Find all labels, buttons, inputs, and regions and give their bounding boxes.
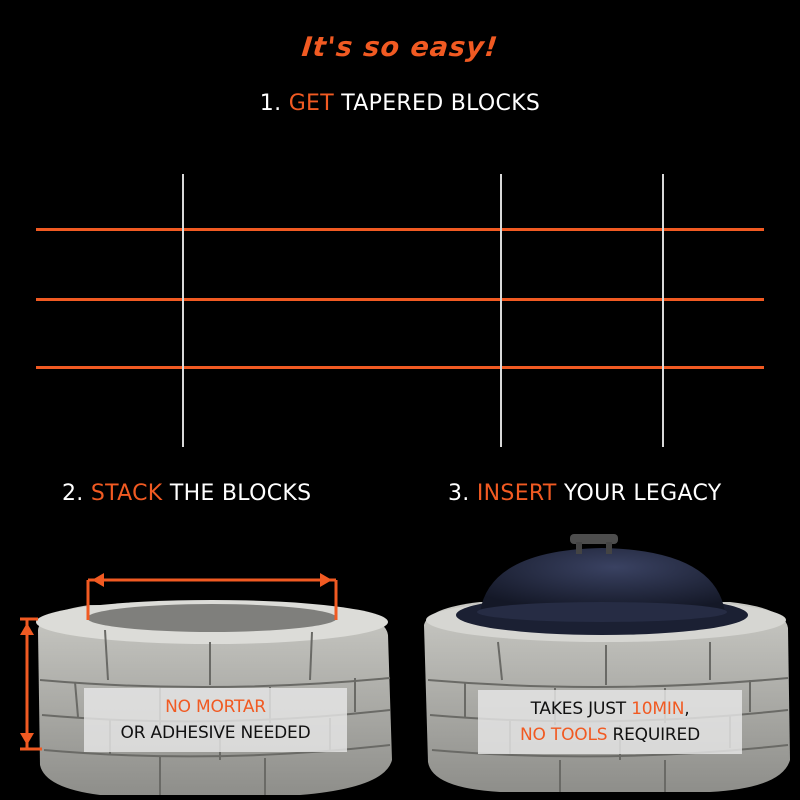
label-no-mortar-line2: OR ADHESIVE NEEDED <box>120 723 311 743</box>
label-line2-highlight: NO TOOLS <box>520 725 608 745</box>
grid-line-horizontal <box>36 366 764 369</box>
grid-line-horizontal <box>36 228 764 231</box>
label-line1-prefix: TAKES JUST <box>530 699 632 719</box>
tagline: It's so easy! <box>300 32 500 63</box>
label-line2-suffix: REQUIRED <box>607 725 701 745</box>
step-2-highlight: STACK <box>90 481 163 506</box>
grid-line-vertical <box>662 174 664 447</box>
stacked-fire-ring-image <box>20 573 392 795</box>
step-2-number: 2. <box>62 481 84 506</box>
label-takes-10-min-line1: TAKES JUST 10MIN, <box>478 696 742 722</box>
step-1-heading: 1. GET TAPERED BLOCKS <box>0 91 800 116</box>
label-line1-highlight: 10MIN <box>631 699 685 719</box>
grid-line-vertical <box>182 174 184 447</box>
step-2-rest: THE BLOCKS <box>169 481 312 506</box>
step-3-number: 3. <box>448 481 470 506</box>
step-3-highlight: INSERT <box>476 481 557 506</box>
step-1-highlight: GET <box>288 91 334 116</box>
label-takes-10-min: TAKES JUST 10MIN, NO TOOLS REQUIRED <box>478 690 742 754</box>
label-takes-10-min-line2: NO TOOLS REQUIRED <box>478 722 742 748</box>
step-1-number: 1. <box>259 91 282 116</box>
fire-ring-with-lid-image <box>424 534 790 792</box>
step-1-rest: TAPERED BLOCKS <box>341 91 541 116</box>
grid-line-horizontal <box>36 298 764 301</box>
step-3-heading: 3. INSERT YOUR LEGACY <box>448 481 721 506</box>
label-no-mortar-highlight: NO MORTAR <box>165 697 266 717</box>
label-no-mortar: NO MORTAR OR ADHESIVE NEEDED <box>84 688 347 752</box>
step-3-rest: YOUR LEGACY <box>563 481 722 506</box>
grid-line-vertical <box>500 174 502 447</box>
step-2-heading: 2. STACK THE BLOCKS <box>62 481 311 506</box>
label-line1-suffix: , <box>684 699 690 719</box>
